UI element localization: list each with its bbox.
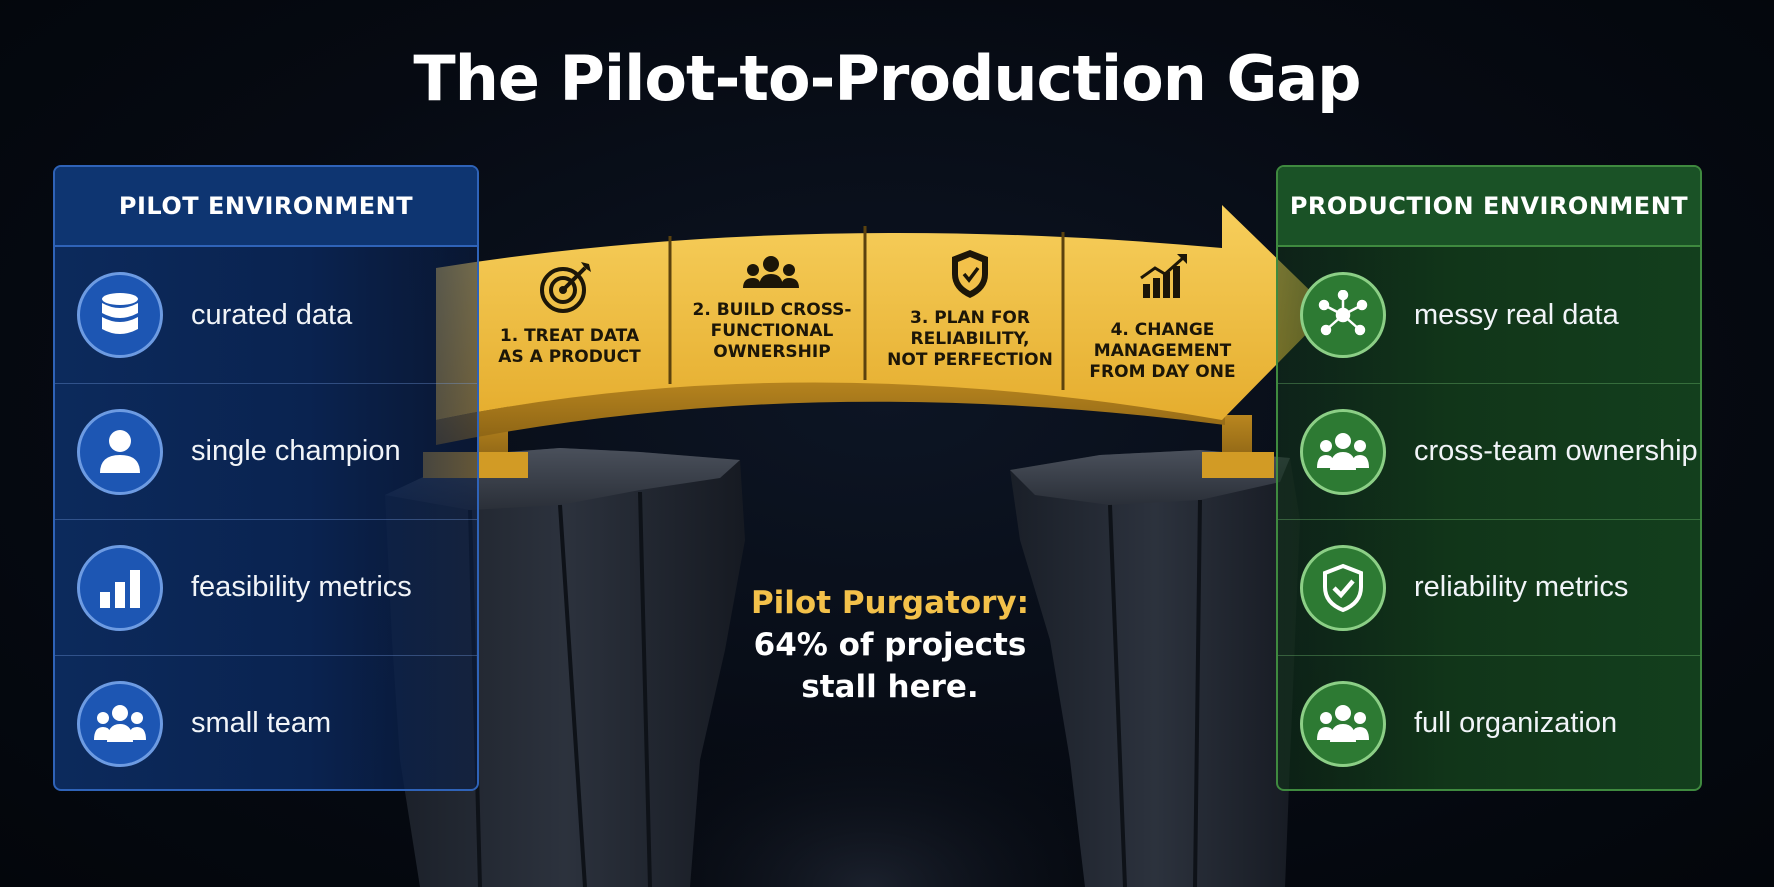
pilot-item: small team <box>55 655 477 789</box>
production-item-label: reliability metrics <box>1414 571 1629 603</box>
production-item-label: cross-team ownership <box>1414 435 1698 467</box>
database-icon <box>77 272 163 358</box>
target-icon <box>540 262 591 313</box>
person-icon <box>77 408 163 495</box>
step-1-line1: 1. TREAT DATA <box>499 326 640 346</box>
shield-check-icon <box>1300 544 1386 631</box>
production-environment-panel: PRODUCTION ENVIRONMENT messy real data <box>1276 165 1702 791</box>
step-2-line1: 2. BUILD CROSS- <box>692 300 852 320</box>
gap-line1: 64% of projects <box>753 627 1027 663</box>
production-panel-heading: PRODUCTION ENVIRONMENT <box>1278 167 1700 247</box>
step-4-line1: 4. CHANGE <box>1110 320 1215 340</box>
right-footing <box>1202 452 1274 478</box>
pilot-environment-panel: PILOT ENVIRONMENT curated data single ch… <box>53 165 479 791</box>
growth-chart-icon <box>1140 254 1187 298</box>
pilot-panel-heading: PILOT ENVIRONMENT <box>55 167 477 247</box>
bridge-dividers <box>668 226 1065 390</box>
step-2-line3: OWNERSHIP <box>713 342 831 362</box>
production-item: reliability metrics <box>1278 519 1700 655</box>
step-3-line2: RELIABILITY, <box>910 329 1030 349</box>
step-1-line2: AS A PRODUCT <box>498 347 641 367</box>
production-item: messy real data <box>1278 247 1700 383</box>
step-4-line2: MANAGEMENT <box>1093 341 1232 361</box>
team-icon <box>77 680 163 767</box>
pilot-item-label: feasibility metrics <box>191 571 412 603</box>
production-item-label: messy real data <box>1414 298 1619 331</box>
team-icon <box>1300 408 1386 495</box>
team-icon <box>743 256 799 288</box>
page-title: The Pilot-to-Production Gap <box>413 42 1361 115</box>
production-item: full organization <box>1278 655 1700 789</box>
pilot-item-label: single champion <box>191 435 401 467</box>
bridge-step-2: 2. BUILD CROSS- FUNCTIONAL OWNERSHIP <box>682 300 862 363</box>
bridge-step-4: 4. CHANGE MANAGEMENT FROM DAY ONE <box>1070 320 1255 383</box>
step-4-line3: FROM DAY ONE <box>1089 362 1236 382</box>
bridge-arrow-underside <box>436 376 1225 445</box>
pilot-item: curated data <box>55 247 477 383</box>
team-icon <box>1300 680 1386 767</box>
network-icon <box>1300 272 1386 358</box>
pilot-item-label: curated data <box>191 298 353 331</box>
shield-icon <box>952 250 988 298</box>
production-item: cross-team ownership <box>1278 383 1700 519</box>
step-3-line1: 3. PLAN FOR <box>910 308 1030 328</box>
pilot-item-label: small team <box>191 707 332 739</box>
bridge-step-3: 3. PLAN FOR RELIABILITY, NOT PERFECTION <box>875 308 1065 371</box>
gap-highlight: Pilot Purgatory: <box>750 585 1030 621</box>
production-item-label: full organization <box>1414 707 1618 739</box>
right-cliff <box>1010 450 1300 887</box>
bar-chart-icon <box>77 544 163 631</box>
pilot-item: feasibility metrics <box>55 519 477 655</box>
bridge-arrow <box>436 205 1330 420</box>
step-3-line3: NOT PERFECTION <box>887 350 1053 370</box>
step-2-line2: FUNCTIONAL <box>710 321 834 341</box>
bridge-step-1: 1. TREAT DATA AS A PRODUCT <box>482 326 657 368</box>
gap-caption: Pilot Purgatory: 64% of projects stall h… <box>720 582 1060 708</box>
pilot-item: single champion <box>55 383 477 519</box>
gap-line2: stall here. <box>801 669 979 705</box>
